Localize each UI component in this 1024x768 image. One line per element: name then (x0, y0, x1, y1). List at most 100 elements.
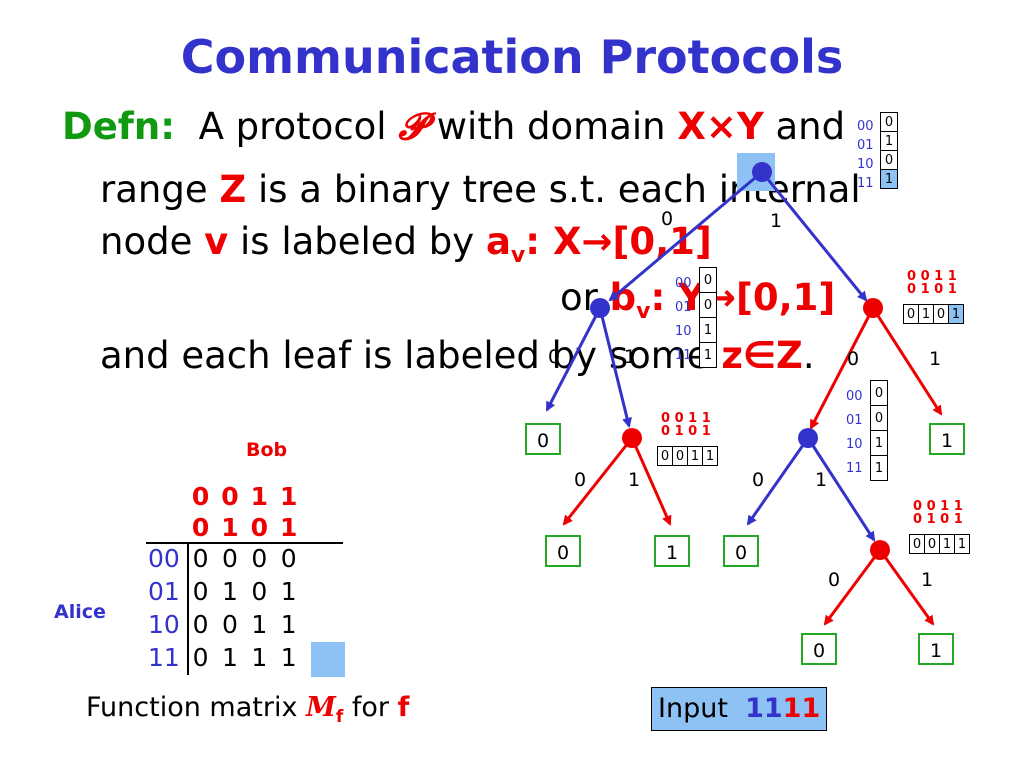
table-cell: 1 (699, 317, 717, 343)
header-bit: 1 (953, 499, 963, 514)
edge-label: 0 (574, 469, 587, 491)
edge-label: 1 (770, 210, 783, 232)
col-header: 0 (221, 482, 239, 511)
matrix-cell: 0 (192, 577, 209, 606)
domain-x: X (677, 105, 706, 148)
header-bit: 0 (661, 411, 671, 426)
edge-root-right (760, 171, 868, 302)
node-v: v (204, 220, 229, 263)
header-bit: 0 (913, 512, 923, 527)
bob-header-c: 0 0 1 1 0 1 0 1 (661, 412, 711, 438)
edge-c-left (562, 437, 634, 526)
root-node-alice (752, 162, 772, 182)
table-cell-highlight: 1 (880, 169, 898, 189)
leaf-box: 1 (929, 423, 965, 455)
matrix-cell: 0 (280, 544, 297, 573)
table-cell: 0 (870, 380, 888, 406)
matrix-caption: Function matrix Mf for f (86, 692, 409, 727)
row-label: 00 (857, 119, 874, 134)
row-label: 01 (846, 413, 863, 428)
header-bit: 1 (926, 512, 936, 527)
matrix-cell: 1 (251, 610, 268, 639)
edge-label: 1 (624, 346, 637, 368)
leaf-box: 0 (801, 633, 837, 665)
header-bit: 0 (926, 499, 936, 514)
input-bits-bob: 11 (782, 693, 821, 724)
table-cell: 0 (880, 112, 898, 132)
row-label: 00 (846, 389, 863, 404)
leaf-box: 1 (654, 535, 690, 567)
col-header: 0 (191, 513, 210, 542)
a-v-sub: v (510, 243, 526, 268)
header-bit: 1 (953, 512, 963, 527)
row-label: 11 (857, 176, 874, 191)
defn-text: . (802, 334, 815, 377)
defn-text: A protocol (198, 105, 399, 148)
input-bits-alice: 11 (745, 693, 783, 724)
matrix-cell: 0 (251, 577, 268, 606)
table-cell: 1 (687, 446, 703, 466)
row-header: 00 (148, 544, 180, 573)
col-header: 0 (191, 482, 210, 511)
input-label: Input (658, 693, 728, 724)
header-bit: 0 (674, 411, 684, 426)
node-c-bob (622, 428, 642, 448)
caption-f: f (397, 692, 410, 723)
row-header: 01 (148, 577, 180, 606)
row-label: 00 (675, 276, 692, 291)
b-v-sub: v (636, 299, 651, 324)
node-d-function-table: 0 0 1 1 (870, 380, 888, 481)
matrix-cell: 1 (251, 643, 268, 672)
alice-label: Alice (54, 601, 106, 623)
range-z: Z (219, 168, 247, 211)
edge-d-right (806, 437, 876, 542)
row-label: 11 (846, 461, 863, 476)
bob-label: Bob (246, 439, 288, 461)
table-cell: 0 (699, 267, 717, 293)
node-e-function-table: 0 0 1 1 (909, 534, 970, 554)
row-header: 11 (148, 643, 180, 672)
table-cell: 0 (903, 304, 919, 324)
edge-label: 0 (828, 569, 841, 591)
header-bit: 1 (701, 424, 711, 439)
row-label: 10 (675, 324, 692, 339)
edge-label: 1 (921, 569, 934, 591)
node-b-function-table: 0 1 0 1 (903, 304, 964, 324)
header-bit: 0 (661, 424, 671, 439)
bob-header-e: 0 0 1 1 0 1 0 1 (913, 500, 963, 526)
row-label: 10 (857, 157, 874, 172)
table-cell: 0 (909, 534, 925, 554)
header-bit: 1 (674, 424, 684, 439)
row-labels-root: 00 01 10 11 (857, 117, 874, 193)
table-cell: 0 (933, 304, 949, 324)
caption-text: Function matrix (86, 692, 307, 723)
table-cell: 1 (880, 131, 898, 151)
col-header: 1 (250, 482, 269, 511)
table-cell: 0 (699, 292, 717, 318)
row-label: 10 (846, 437, 863, 452)
slide-title: Communication Protocols (180, 30, 844, 84)
row-label: 11 (675, 348, 692, 363)
header-bit: 1 (701, 411, 711, 426)
input-box: Input 1111 (651, 687, 828, 731)
header-bit: 1 (688, 411, 698, 426)
header-bit: 0 (907, 269, 917, 284)
bob-header-b: 0 0 1 1 0 1 0 1 (907, 270, 957, 296)
edge-b-right (871, 307, 943, 416)
times-symbol: × (705, 105, 737, 148)
matrix-cell: 0 (221, 610, 238, 639)
header-bit: 1 (920, 282, 930, 297)
edge-root-left (608, 170, 763, 302)
defn-text: node (100, 220, 205, 263)
node-b-bob (863, 298, 883, 318)
leaf-box: 0 (723, 535, 759, 567)
edge-label: 0 (548, 346, 561, 368)
leaf-set-z: Z (776, 334, 803, 377)
table-cell: 1 (939, 534, 955, 554)
caption-m-sub: f (335, 707, 344, 727)
edge-label: 1 (628, 469, 641, 491)
edge-label: 1 (815, 469, 828, 491)
row-labels-a: 00 01 10 11 (675, 272, 692, 368)
